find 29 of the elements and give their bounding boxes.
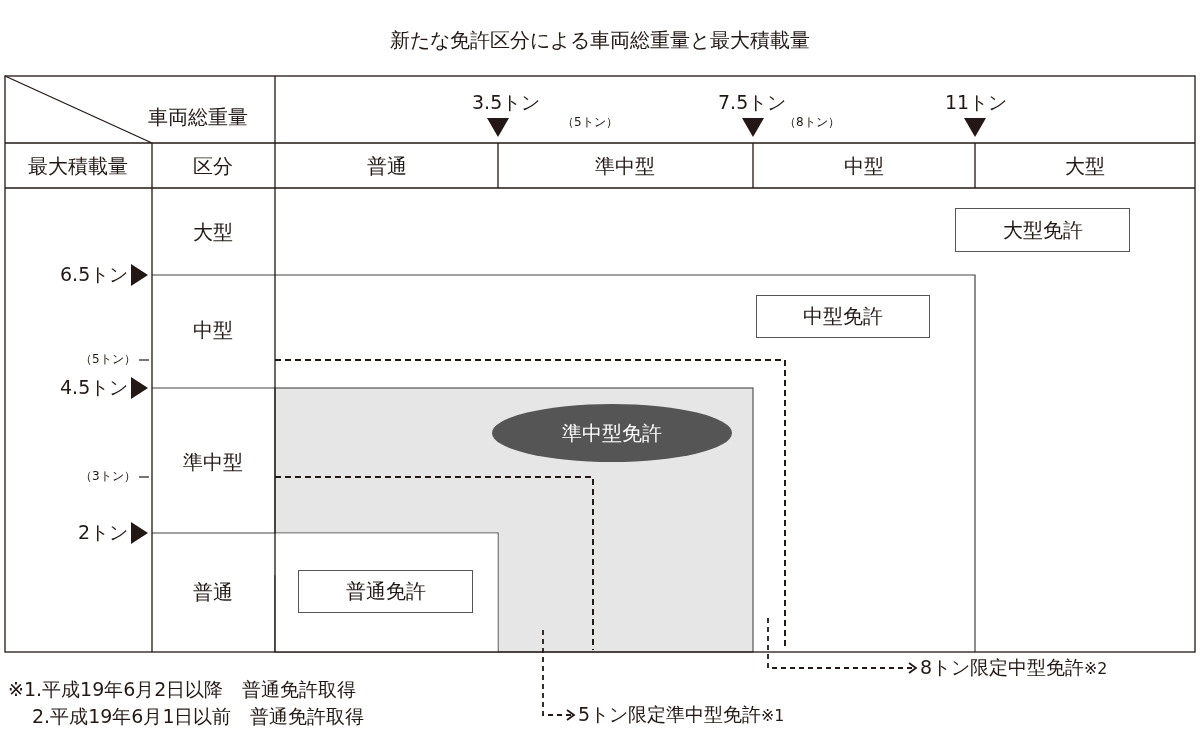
column-header: 普通: [367, 154, 407, 178]
column-header: 車両総重量: [148, 105, 248, 129]
column-header: 区分: [193, 154, 233, 178]
weight-label: 11トン: [945, 92, 1008, 114]
row-header: 最大積載量: [28, 154, 128, 178]
row-header: 中型: [193, 318, 233, 342]
row-header: 大型: [193, 220, 233, 244]
weight-label: （5トン）: [562, 116, 618, 130]
row-header: 準中型: [183, 450, 243, 474]
weight-label: （5トン）: [80, 353, 136, 367]
note: 2.平成19年6月1日以前 普通免許取得: [32, 706, 365, 728]
title: 新たな免許区分による車両総重量と最大積載量: [390, 28, 810, 52]
weight-label: （3トン）: [80, 470, 136, 484]
column-header: 準中型: [595, 154, 655, 178]
column-header: 大型: [1065, 154, 1105, 178]
weight-label: （8トン）: [784, 116, 840, 130]
license-label: 中型免許: [756, 295, 930, 338]
weight-label: 4.5トン: [60, 377, 129, 399]
note: ※1.平成19年6月2日以降 普通免許取得: [8, 679, 357, 701]
weight-label: 3.5トン: [472, 92, 541, 114]
weight-label: 6.5トン: [60, 264, 129, 286]
weight-label: 2トン: [78, 522, 129, 544]
column-header: 中型: [844, 154, 884, 178]
license-label: 普通免許: [298, 570, 473, 613]
leader-arrow: [542, 629, 575, 721]
weight-label: 7.5トン: [718, 92, 787, 114]
license-label: 大型免許: [955, 208, 1130, 252]
leader-arrow: [767, 617, 917, 674]
row-header: 普通: [193, 580, 233, 604]
